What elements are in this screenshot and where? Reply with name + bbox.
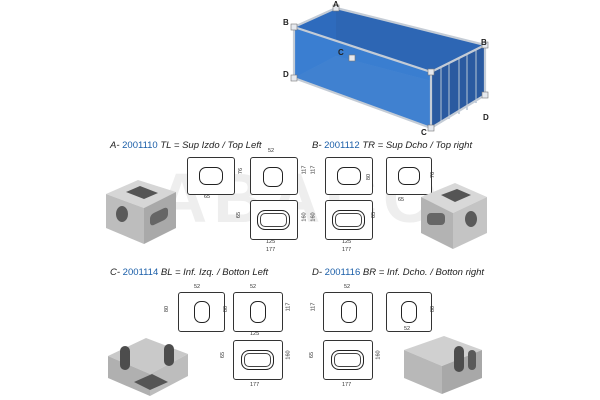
slot-hole — [263, 167, 283, 187]
casting-render-d — [404, 336, 482, 394]
oval-hole — [332, 210, 365, 230]
dim-a-65: 65 — [204, 194, 211, 200]
corner-casting — [348, 54, 356, 62]
dim-a-125: 125 — [266, 239, 276, 245]
corner-casting — [290, 23, 298, 31]
casting-render-b — [421, 183, 487, 249]
dim-c-177: 177 — [250, 382, 260, 388]
container-illustration — [290, 4, 489, 132]
corner-label: B — [283, 18, 289, 27]
dim-d-65: 65 — [309, 351, 316, 359]
corner-casting — [427, 124, 435, 132]
corner-casting — [481, 91, 489, 99]
slot-hole — [401, 301, 417, 323]
drawing-c-bottom — [233, 340, 283, 380]
dim-c-117: 117 — [285, 302, 292, 312]
dim-d-177: 177 — [342, 382, 352, 388]
dim-c-80b: 80 — [223, 305, 230, 313]
dim-d-117: 117 — [310, 302, 317, 312]
drawing-d-side — [323, 292, 373, 332]
dim-c-65: 65 — [220, 351, 227, 359]
slot-hole — [194, 301, 210, 323]
dim-a-160: 160 — [301, 212, 308, 222]
drawing-c-top — [233, 292, 283, 332]
caption-c: C- 2001114 BL = Inf. Izq. / Botton Left — [110, 267, 269, 278]
dim-b-177: 177 — [342, 247, 352, 253]
slot-hole — [250, 301, 266, 323]
dim-c-80: 80 — [164, 305, 171, 313]
dim-a-76: 76 — [238, 167, 245, 175]
corner-casting — [332, 4, 340, 12]
drawing-b-top — [386, 157, 432, 195]
drawing-a-bottom — [250, 200, 298, 240]
dim-a-65b: 65 — [236, 211, 243, 219]
drawing-d-bottom — [323, 340, 373, 380]
caption-d: D- 2001116 BR = Inf. Dcho. / Botton righ… — [312, 267, 485, 278]
corner-label: C — [338, 48, 344, 57]
dim-d-52b: 52 — [404, 326, 411, 332]
caption-a: A- 2001110 TL = Sup Izdo / Top Left — [110, 140, 262, 151]
dim-b-65: 65 — [398, 197, 405, 203]
corner-label: A — [333, 0, 339, 9]
oval-hole — [241, 350, 274, 370]
corner-label: D — [283, 70, 289, 79]
dim-a-117: 117 — [301, 165, 308, 175]
dim-d-160: 160 — [375, 350, 382, 360]
corner-label: B — [481, 38, 487, 47]
dim-c-52b: 52 — [250, 284, 257, 290]
dim-b-117: 117 — [310, 165, 317, 175]
oval-hole — [331, 350, 364, 370]
corner-label: D — [483, 113, 489, 122]
dim-a-177: 177 — [266, 247, 276, 253]
corner-casting — [290, 74, 298, 82]
dim-d-80: 80 — [430, 305, 437, 313]
container-front-wall — [294, 27, 431, 128]
drawing-b-bottom — [325, 200, 373, 240]
dim-b-125: 125 — [342, 239, 352, 245]
corner-label: C — [421, 128, 427, 137]
dim-b-160: 160 — [310, 212, 317, 222]
corner-casting — [481, 41, 489, 49]
drawing-a-side — [250, 157, 298, 195]
drawing-d-top — [386, 292, 432, 332]
oval-hole — [257, 210, 290, 230]
slot-hole — [199, 167, 223, 185]
drawing-c-side — [178, 292, 225, 332]
dim-c-160: 160 — [285, 350, 292, 360]
casting-render-a — [106, 180, 176, 244]
dim-c-125: 125 — [250, 331, 260, 337]
caption-b: B- 2001112 TR = Sup Dcho / Top right — [312, 140, 473, 151]
slot-hole — [337, 167, 361, 185]
dim-c-52: 52 — [194, 284, 201, 290]
dim-b-65b: 65 — [371, 211, 378, 219]
dim-b-80: 80 — [366, 173, 373, 181]
drawing-b-side — [325, 157, 373, 195]
drawing-a-top — [187, 157, 235, 195]
slot-hole — [341, 301, 357, 323]
casting-render-c — [108, 338, 188, 396]
dim-d-52: 52 — [344, 284, 351, 290]
corner-casting — [427, 68, 435, 76]
dim-a-52: 52 — [268, 148, 275, 154]
slot-hole — [398, 167, 420, 185]
